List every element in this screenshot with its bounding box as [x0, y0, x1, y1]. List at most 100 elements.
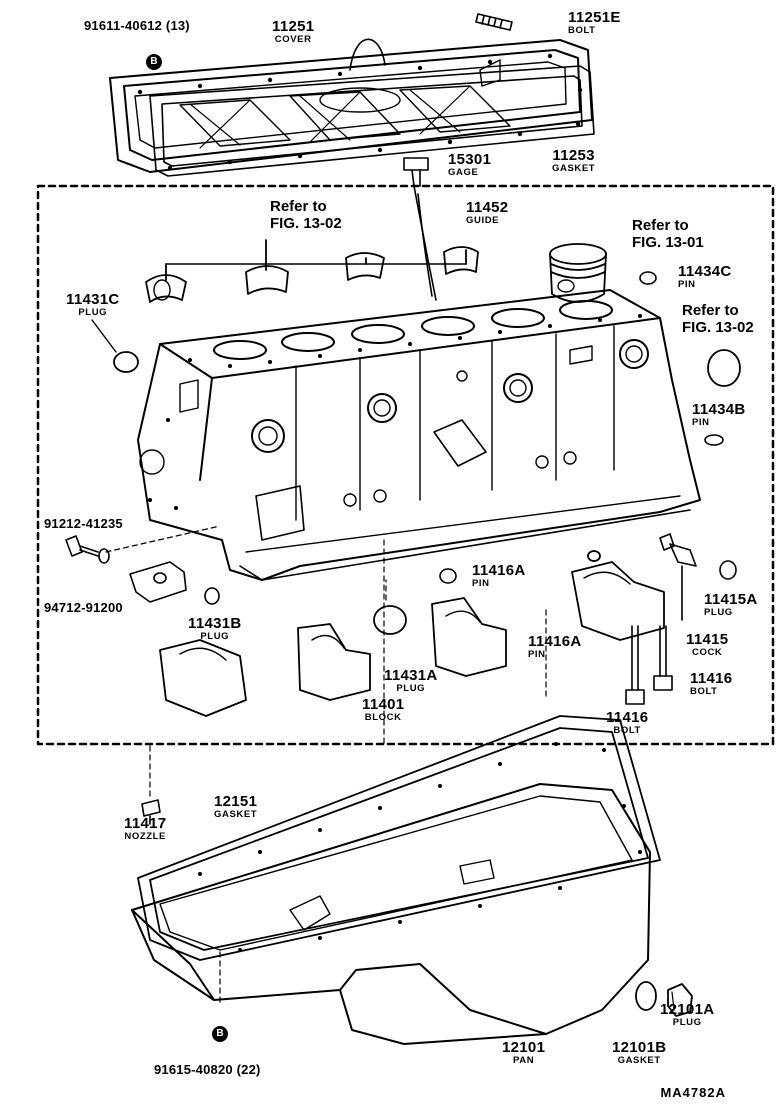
label-plug-11431a: 11431A PLUG: [384, 668, 438, 694]
label-plug-11415a-number: 11415A: [704, 591, 758, 608]
cock-part: [659, 533, 737, 621]
oil-pan-holes: [198, 742, 642, 952]
label-block-name: BLOCK: [364, 712, 402, 723]
label-nozzle: 11417 NOZZLE: [124, 816, 166, 842]
label-gasket-12101b-name: GASKET: [617, 1055, 661, 1066]
ref-fig-1301-line1: Refer to: [632, 217, 689, 234]
label-gasket-12101b: 12101B GASKET: [612, 1040, 666, 1066]
pin-11416a-upper-part: [439, 568, 457, 584]
label-plug-11431c-number: 11431C: [66, 291, 120, 308]
ref-fig-1302-top: Refer to FIG. 13-02: [270, 198, 342, 232]
label-gasket-12151: 12151 GASKET: [214, 794, 257, 820]
cover-part: [109, 38, 593, 173]
code-94712: 94712-91200: [44, 600, 123, 615]
label-gasket-11253-number: 11253: [552, 147, 595, 164]
label-guide-number: 11452: [466, 199, 509, 216]
label-gasket-12151-number: 12151: [214, 793, 258, 810]
label-cock-11415: 11415 COCK: [686, 632, 728, 658]
label-nozzle-number: 11417: [124, 815, 167, 832]
ref-fig-1301: Refer to FIG. 13-01: [632, 217, 704, 251]
label-bolt-11251e-name: BOLT: [568, 25, 596, 36]
label-cover-name: COVER: [274, 34, 312, 45]
label-pin-11416a-upper: 11416A PIN: [472, 563, 526, 589]
label-bolt-11416-lower: 11416 BOLT: [606, 710, 648, 736]
bearings-upper: [145, 239, 479, 303]
label-gage-number: 15301: [448, 151, 492, 168]
label-plug-11431a-number: 11431A: [384, 667, 438, 684]
label-pan: 12101 PAN: [502, 1040, 545, 1066]
code-91212: 91212-41235: [44, 516, 123, 531]
label-pin-11416a-upper-name: PIN: [472, 578, 490, 589]
label-guide-name: GUIDE: [466, 215, 500, 226]
label-pan-number: 12101: [502, 1039, 546, 1056]
label-bolt-11416-lower-name: BOLT: [613, 725, 641, 736]
guide-part: [417, 193, 433, 297]
code-91611: 91611-40612 (13): [84, 18, 190, 33]
pin-11434c-part: [639, 271, 657, 285]
label-bolt-11416-lower-number: 11416: [606, 709, 649, 726]
label-gasket-11253: 11253 GASKET: [552, 148, 595, 174]
ref-fig-1302-top-line2: FIG. 13-02: [270, 215, 342, 232]
label-bolt-11416-right-name: BOLT: [690, 686, 718, 697]
label-cover: 11251 COVER: [272, 19, 314, 45]
plug-11431b-part: [204, 587, 220, 605]
plug-right-part: [707, 349, 741, 387]
label-pin-11434b-name: PIN: [692, 417, 710, 428]
drawing-code: MA4782A: [660, 1085, 726, 1100]
label-cock-11415-name: COCK: [692, 647, 723, 658]
label-plug-11431b: 11431B PLUG: [188, 616, 242, 642]
bolts-11416-part: [625, 625, 673, 705]
code-91615: 91615-40820 (22): [154, 1062, 261, 1077]
label-gage: 15301 GAGE: [448, 152, 491, 178]
block-holes: [148, 314, 642, 510]
ref-fig-1302-right-line2: FIG. 13-02: [682, 319, 754, 336]
bearing-caps: [159, 550, 665, 717]
label-plug-11415a-name: PLUG: [704, 607, 733, 618]
label-bolt-11251e-number: 11251E: [568, 9, 621, 26]
drain-plug-part: [667, 983, 693, 1017]
oil-pan-part: [131, 783, 651, 1045]
label-pin-11434b-number: 11434B: [692, 401, 746, 418]
block-boundary: [36, 184, 775, 746]
pin-11434b-part: [704, 434, 724, 446]
plug-11431c-part: [113, 351, 139, 373]
label-cover-number: 11251: [272, 18, 315, 35]
label-bolt-11416-right-number: 11416: [690, 670, 733, 687]
label-cock-11415-number: 11415: [686, 631, 729, 648]
bolt-91212-part: [65, 535, 110, 564]
badge-b-bottom: B: [212, 1026, 228, 1042]
gage-part: [403, 157, 437, 301]
label-bolt-11251e: 11251E BOLT: [568, 10, 621, 36]
label-plug-11431c: 11431C PLUG: [66, 292, 120, 318]
label-pin-11416a-lower: 11416A PIN: [528, 634, 582, 660]
label-pin-11416a-lower-number: 11416A: [528, 633, 582, 650]
bracket-part: [129, 561, 187, 603]
drain-gasket-part: [635, 981, 657, 1011]
ref-fig-1301-line2: FIG. 13-01: [632, 234, 704, 251]
label-plug-11431b-number: 11431B: [188, 615, 242, 632]
badge-b-top: B: [146, 54, 162, 70]
label-block: 11401 BLOCK: [362, 697, 404, 723]
nozzle-part: [141, 799, 161, 825]
label-gage-name: GAGE: [448, 167, 479, 178]
label-pin-11416a-lower-name: PIN: [528, 649, 546, 660]
label-pin-11434b: 11434B PIN: [692, 402, 746, 428]
label-plug-12101a: 12101A PLUG: [660, 1002, 714, 1028]
label-block-number: 11401: [362, 696, 405, 713]
cover-bolt-holes: [137, 53, 583, 171]
oil-pan-gasket-part: [137, 715, 661, 961]
label-pin-11434c-name: PIN: [678, 279, 696, 290]
ref-fig-1302-right: Refer to FIG. 13-02: [682, 302, 754, 336]
label-nozzle-name: NOZZLE: [124, 831, 166, 842]
ref-fig-1302-top-line1: Refer to: [270, 198, 327, 215]
label-plug-12101a-name: PLUG: [672, 1017, 702, 1028]
ref-fig-1302-right-line1: Refer to: [682, 302, 739, 319]
label-plug-12101a-number: 12101A: [660, 1001, 715, 1018]
label-plug-11431a-name: PLUG: [396, 683, 426, 694]
label-guide: 11452 GUIDE: [466, 200, 508, 226]
label-pin-11434c-number: 11434C: [678, 263, 732, 280]
label-gasket-12151-name: GASKET: [214, 809, 258, 820]
label-pin-11416a-upper-number: 11416A: [472, 562, 526, 579]
